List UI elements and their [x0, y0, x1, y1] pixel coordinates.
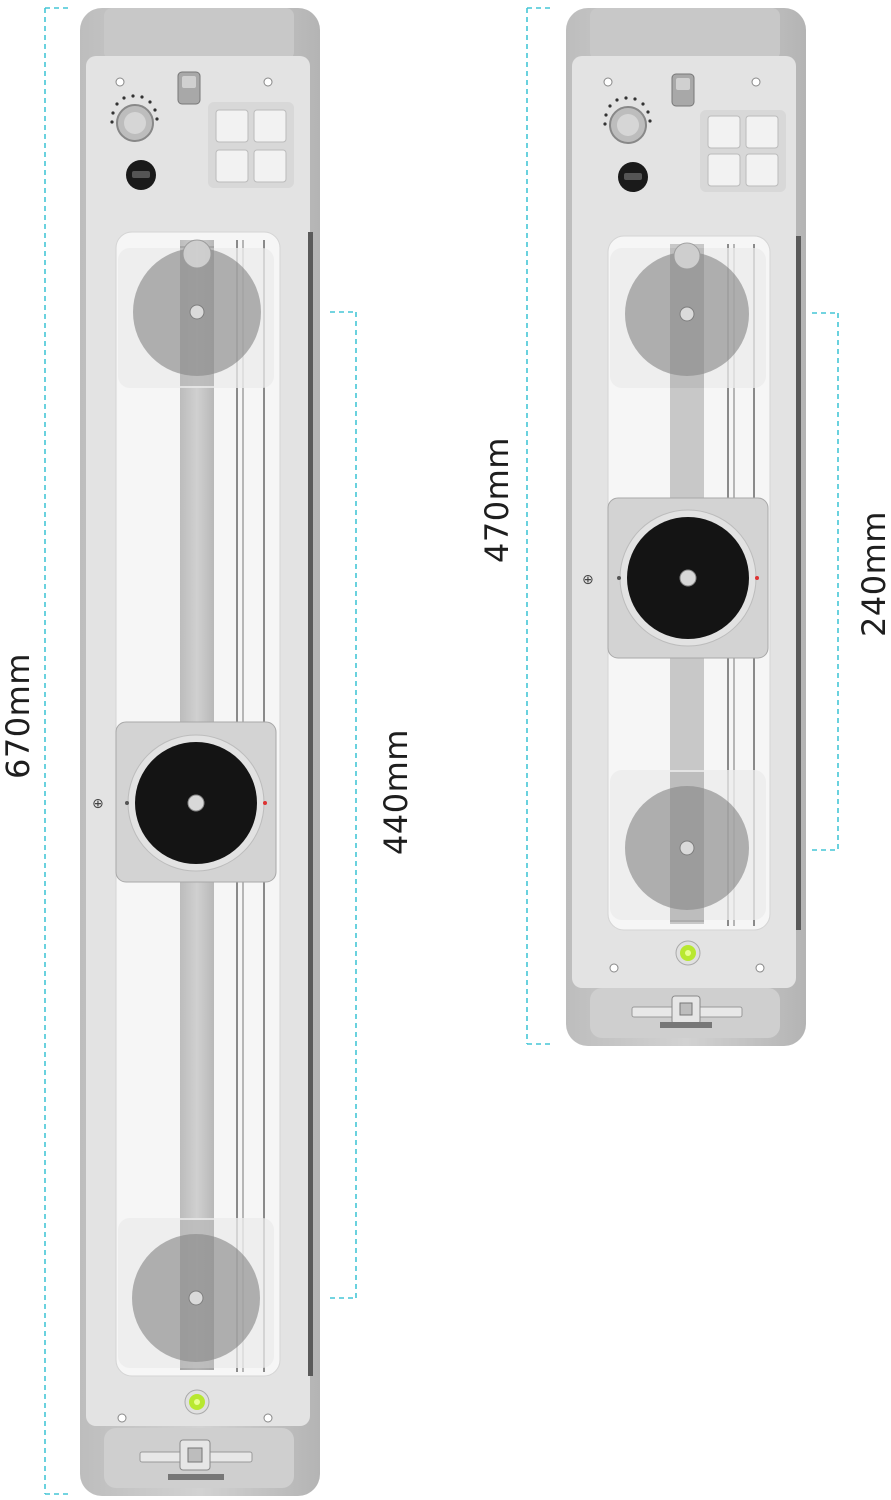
svg-text:⊕: ⊕ [582, 572, 594, 588]
panel-button [215, 109, 249, 143]
panel-button [745, 115, 779, 149]
dimension-label-440: 440mm [377, 729, 415, 855]
long-control-panel [110, 71, 294, 190]
screw-icon [115, 77, 125, 87]
short-bubble-level [675, 940, 701, 966]
dimension-label-470: 470mm [478, 437, 516, 563]
screw-icon [117, 1413, 127, 1423]
long-carriage-end [118, 1218, 274, 1370]
ruler-scale [276, 300, 284, 1308]
short-carriage-active: ⊕ [582, 497, 769, 659]
panel-button [707, 115, 741, 149]
dimension-guide-440 [330, 311, 357, 1299]
screw-icon [263, 77, 273, 87]
panel-button [215, 149, 249, 183]
screw-icon [609, 963, 619, 973]
panel-button [253, 149, 287, 183]
screw-icon [603, 77, 613, 87]
dimension-label-670: 670mm [0, 653, 37, 779]
short-carriage-end [610, 770, 766, 922]
dimension-guide-240 [812, 312, 839, 851]
dimension-guide-470 [526, 7, 552, 1045]
short-control-panel [603, 73, 786, 192]
long-carriage-start [118, 239, 274, 388]
screw-icon [263, 1413, 273, 1423]
panel-button [745, 153, 779, 187]
panel-button [707, 153, 741, 187]
svg-text:⊕: ⊕ [92, 796, 104, 812]
screw-icon [755, 963, 765, 973]
dimension-guide-670 [44, 7, 72, 1495]
long-bubble-level [184, 1389, 210, 1415]
dimension-label-240: 240mm [855, 511, 891, 637]
ruler-scale [766, 304, 774, 854]
short-carriage-start [610, 242, 766, 388]
long-carriage-active: ⊕ [92, 721, 277, 883]
panel-button [253, 109, 287, 143]
screw-icon [751, 77, 761, 87]
